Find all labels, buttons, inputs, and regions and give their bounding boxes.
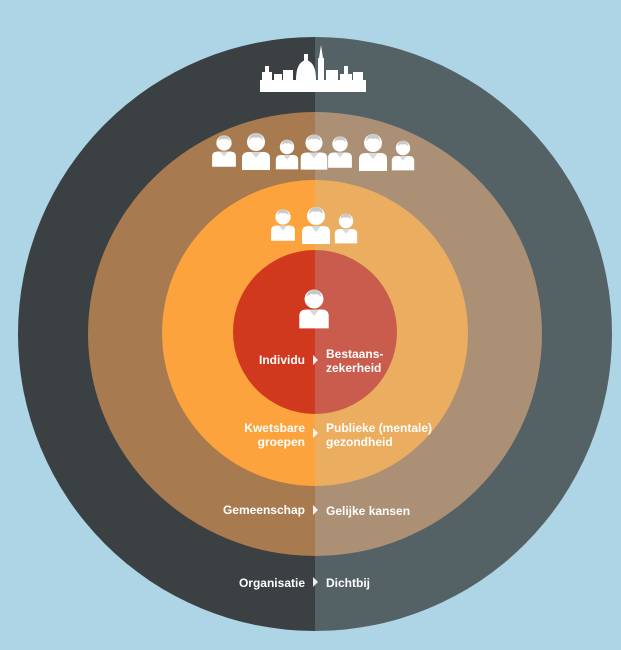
- divider-arrow: [313, 505, 318, 515]
- label-kwetsbare-groepen: Kwetsbare groepen: [244, 421, 305, 449]
- divider-arrow: [313, 577, 318, 587]
- city-skyline-icon: [260, 45, 366, 92]
- label-gemeenschap: Gemeenschap: [222, 503, 305, 517]
- label-organisatie: Organisatie: [238, 576, 305, 590]
- ring-individual-right: [315, 250, 397, 414]
- label-bestaanszekerheid: Bestaans- zekerheid: [326, 347, 384, 375]
- divider-arrow: [313, 355, 318, 365]
- label-individu: Individu: [259, 353, 305, 367]
- ring-individual-left: [233, 250, 315, 414]
- label-publieke-mentale-gezondheid: Publieke (mentale) gezondheid: [326, 421, 433, 449]
- divider-arrow: [313, 428, 318, 438]
- label-gelijke-kansen: Gelijke kansen: [326, 504, 411, 518]
- label-dichtbij: Dichtbij: [326, 576, 370, 590]
